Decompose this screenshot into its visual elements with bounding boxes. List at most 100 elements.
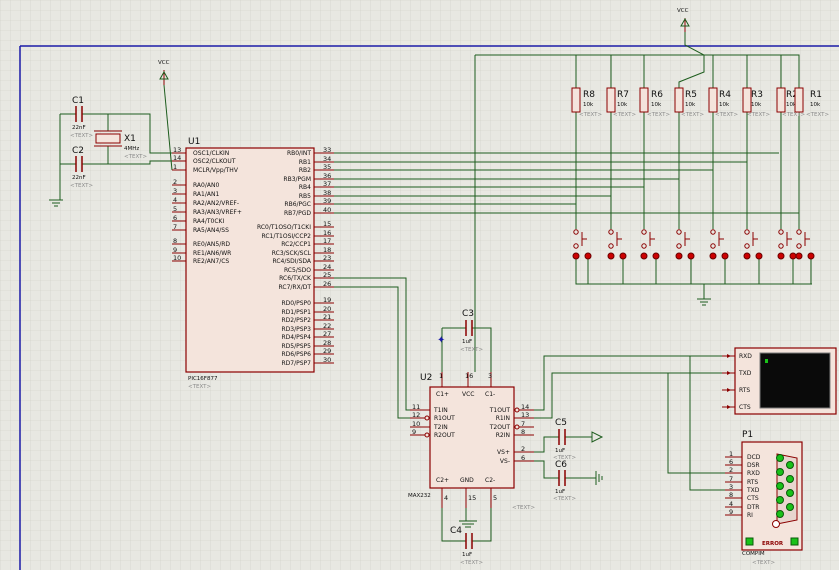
capacitor-c3[interactable]: C3 1uF <TEXT> ✦ [437, 309, 483, 353]
resistor-value: 10k [617, 102, 628, 108]
push-button[interactable] [777, 229, 797, 260]
u1-pin-number: 40 [323, 206, 331, 214]
capacitor-c2[interactable]: C2 22nF <TEXT> [70, 146, 93, 189]
u2-pin-name: R2IN [496, 432, 510, 439]
u1-pin-number: 26 [323, 280, 331, 288]
c1-ref: C1 [72, 96, 84, 106]
connector-pin-led [786, 475, 794, 483]
push-button[interactable] [607, 229, 627, 260]
button-state-dot [584, 252, 592, 260]
p1-error-label: ERROR [762, 541, 784, 547]
u1-pin-name: RE0/AN5/RD [193, 241, 230, 248]
wire [334, 277, 410, 411]
vcc-terminal-top[interactable]: VCC [677, 8, 690, 32]
u2-pin-name: T2OUT [489, 424, 511, 431]
capacitor-c4[interactable]: C4 1uF <TEXT> [450, 526, 483, 566]
p1-pin-number: 1 [729, 450, 733, 458]
push-button[interactable] [709, 229, 729, 260]
vcc-terminal-u1[interactable]: VCC [158, 60, 170, 85]
ground-symbol [595, 471, 603, 485]
button-array [572, 229, 815, 260]
push-button[interactable] [675, 229, 695, 260]
connector-pin-led [776, 454, 784, 462]
u1-pin-name: RD4/PSP4 [282, 334, 312, 341]
u1-pin-name: RB5 [299, 193, 311, 200]
wire [472, 508, 492, 542]
u2-pin-number: 16 [465, 372, 473, 380]
terminal-pin-name: RXD [739, 353, 752, 360]
u1-pin-number: 33 [323, 146, 331, 154]
resistor-text: <TEXT> [579, 112, 602, 118]
p1-pin-name: RTS [747, 479, 758, 486]
u1-pin-name: RA0/AN0 [193, 182, 219, 189]
resistor-value: 10k [810, 102, 821, 108]
wire [689, 356, 725, 491]
line-driver-u2[interactable]: U2 MAX232 <TEXT> 1C1+16VCC3C1-4C2+15GND5… [408, 372, 535, 511]
resistor-text: <TEXT> [715, 112, 738, 118]
button-state-dot [743, 252, 751, 260]
capacitor-c5[interactable]: C5 1uF <TEXT> [553, 418, 576, 461]
c5-ref: C5 [555, 418, 567, 428]
u1-pin-number: 15 [323, 220, 331, 228]
u2-pin-name: C2+ [436, 477, 449, 484]
u1-pin-number: 8 [173, 237, 177, 245]
button-state-dot [607, 252, 615, 260]
u2-pin-number: 11 [412, 403, 420, 411]
p1-pin-number: 4 [729, 500, 733, 508]
u1-pin-name: RA4/T0CKI [193, 218, 224, 225]
p1-pin-name: DTR [747, 504, 759, 511]
u1-pin-number: 21 [323, 313, 331, 321]
x1-ref: X1 [124, 134, 136, 144]
u1-pin-number: 39 [323, 197, 331, 205]
wire [108, 160, 172, 165]
capacitor-c6[interactable]: C6 1uF <TEXT> [553, 460, 576, 502]
terminal-cursor [765, 359, 768, 363]
crystal-x1[interactable]: X1 4MHz <TEXT> [94, 130, 147, 160]
u1-pin-number: 17 [323, 237, 331, 245]
c3-text: <TEXT> [460, 347, 483, 353]
p1-pin-number: 3 [729, 483, 733, 491]
resistor-value: 10k [751, 102, 762, 108]
u1-pin-number: 10 [173, 254, 181, 262]
ground-symbol [697, 298, 711, 306]
button-state-dot [709, 252, 717, 260]
connector-pin-led [786, 503, 794, 511]
push-button[interactable] [572, 229, 592, 260]
u2-pin-number: 1 [439, 372, 443, 380]
button-state-dot [807, 252, 815, 260]
svg-text:✦: ✦ [437, 335, 445, 346]
p1-pin-name: RI [747, 512, 753, 519]
wire [678, 32, 705, 88]
resistor-ref: R2 [786, 90, 798, 100]
c6-ref: C6 [555, 460, 567, 470]
u1-pin-number: 5 [173, 205, 177, 213]
wire [472, 327, 492, 372]
push-button[interactable] [795, 229, 815, 260]
terminal-pin-name: TXD [738, 370, 752, 377]
resistor-text: <TEXT> [613, 112, 636, 118]
u1-pin-number: 23 [323, 254, 331, 262]
resistor-ref: R3 [751, 90, 763, 100]
p1-pin-number: 8 [729, 491, 733, 499]
u1-pin-name: RC4/SDI/SDA [272, 258, 311, 265]
u1-pin-name: RC0/T1OSO/T1CKI [257, 224, 311, 231]
capacitor-c1[interactable]: C1 22nF <TEXT> [70, 96, 93, 139]
terminal-pin-name: CTS [739, 404, 751, 411]
u1-pin-name: RB2 [299, 167, 311, 174]
p1-status-led [790, 537, 799, 546]
u2-pin-number: 8 [521, 428, 525, 436]
push-button[interactable] [743, 229, 763, 260]
u2-pin-number: 3 [488, 372, 492, 380]
push-button[interactable] [640, 229, 660, 260]
